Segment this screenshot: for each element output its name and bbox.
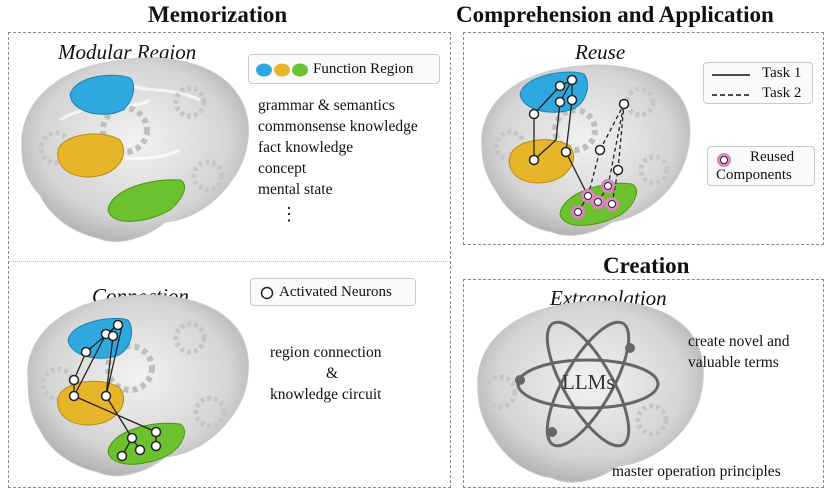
neuron-node bbox=[126, 432, 138, 444]
neuron-node bbox=[554, 96, 566, 108]
modular-item: grammar & semantics bbox=[258, 97, 395, 114]
extrapolation-bottom-line: master operation principles bbox=[612, 463, 781, 480]
neuron-symbol-icon bbox=[260, 286, 274, 300]
neuron-node bbox=[528, 154, 540, 166]
gear-icon bbox=[173, 85, 207, 119]
neuron-node bbox=[112, 319, 124, 331]
yellow-function-region bbox=[57, 133, 125, 178]
dashed-line-icon bbox=[712, 94, 750, 96]
neuron-node bbox=[566, 74, 578, 86]
memorization-title: Memorization bbox=[148, 2, 288, 27]
connection-text-line: knowledge circuit bbox=[270, 386, 382, 403]
creation-panel bbox=[463, 279, 824, 488]
function-region-swatches bbox=[256, 63, 308, 77]
reuse-neurons bbox=[528, 74, 630, 176]
modular-item: commonsense knowledge bbox=[258, 118, 418, 135]
yellow-function-region bbox=[508, 139, 575, 184]
reused-label: Reused bbox=[750, 149, 795, 165]
creation-title: Creation bbox=[603, 253, 690, 278]
green-function-region bbox=[107, 422, 185, 465]
task1-label: Task 1 bbox=[762, 65, 802, 81]
modular-ellipsis: ⋮ bbox=[280, 204, 298, 224]
memorization-panel bbox=[8, 32, 451, 488]
comprehension-title: Comprehension and Application bbox=[456, 2, 774, 27]
activated-neurons-legend: Activated Neurons bbox=[250, 278, 416, 306]
green-swatch bbox=[292, 63, 308, 77]
comprehension-panel bbox=[463, 32, 824, 245]
gear-icon bbox=[105, 343, 155, 393]
neuron-node bbox=[116, 450, 128, 462]
activated-neurons bbox=[68, 319, 162, 462]
reused-neuron-icon bbox=[717, 153, 731, 167]
neuron-node bbox=[107, 330, 119, 342]
yellow-swatch bbox=[274, 63, 290, 77]
extrapolation-text-line: valuable terms bbox=[688, 354, 779, 371]
modular-item: fact knowledge bbox=[258, 139, 354, 156]
blue-swatch bbox=[256, 63, 272, 77]
neuron-node bbox=[134, 444, 146, 456]
atom-electrons bbox=[515, 343, 635, 437]
gear-icon bbox=[173, 321, 207, 355]
gear-icon bbox=[482, 374, 518, 410]
gear-icon bbox=[552, 107, 598, 153]
gear-icon bbox=[638, 154, 670, 186]
neuron-node bbox=[68, 390, 80, 402]
neuron-node bbox=[554, 80, 566, 92]
connection-text-line: region connection bbox=[270, 344, 382, 361]
neuron-node bbox=[612, 164, 624, 176]
blue-function-region bbox=[69, 74, 134, 115]
gear-icon bbox=[635, 403, 669, 437]
modular-item: concept bbox=[258, 160, 307, 177]
llms-label: LLMs bbox=[562, 370, 615, 394]
neuron-node bbox=[560, 146, 572, 158]
neuron-node bbox=[150, 426, 162, 438]
function-region-label: Function Region bbox=[313, 61, 414, 77]
green-function-region bbox=[107, 179, 185, 222]
neuron-node bbox=[618, 98, 630, 110]
modular-item: mental state bbox=[258, 181, 333, 198]
neuron-node bbox=[566, 94, 578, 106]
activated-neurons-label: Activated Neurons bbox=[279, 284, 392, 300]
components-label: Components bbox=[716, 167, 792, 183]
task-legend: Task 1 Task 2 bbox=[703, 62, 813, 104]
gear-icon bbox=[624, 86, 656, 118]
connection-text-line: & bbox=[326, 365, 339, 382]
solid-line-icon bbox=[712, 74, 750, 76]
neuron-node bbox=[528, 108, 540, 120]
reuse-title: Reuse bbox=[575, 40, 626, 64]
neuron-node bbox=[594, 144, 606, 156]
task2-label: Task 2 bbox=[762, 85, 802, 101]
neuron-node bbox=[68, 374, 80, 386]
reused-neuron-inner bbox=[574, 182, 616, 216]
task1-edges bbox=[533, 79, 589, 213]
gear-icon bbox=[193, 395, 227, 429]
neuron-node bbox=[150, 440, 162, 452]
memorization-divider bbox=[9, 261, 450, 262]
neuron-node bbox=[80, 346, 92, 358]
extrapolation-text-line: create novel and bbox=[688, 333, 790, 350]
neuron-node bbox=[100, 390, 112, 402]
reused-components-legend: Reused Components bbox=[707, 146, 815, 186]
gear-icon bbox=[191, 159, 225, 193]
function-region-legend: Function Region bbox=[248, 54, 440, 84]
